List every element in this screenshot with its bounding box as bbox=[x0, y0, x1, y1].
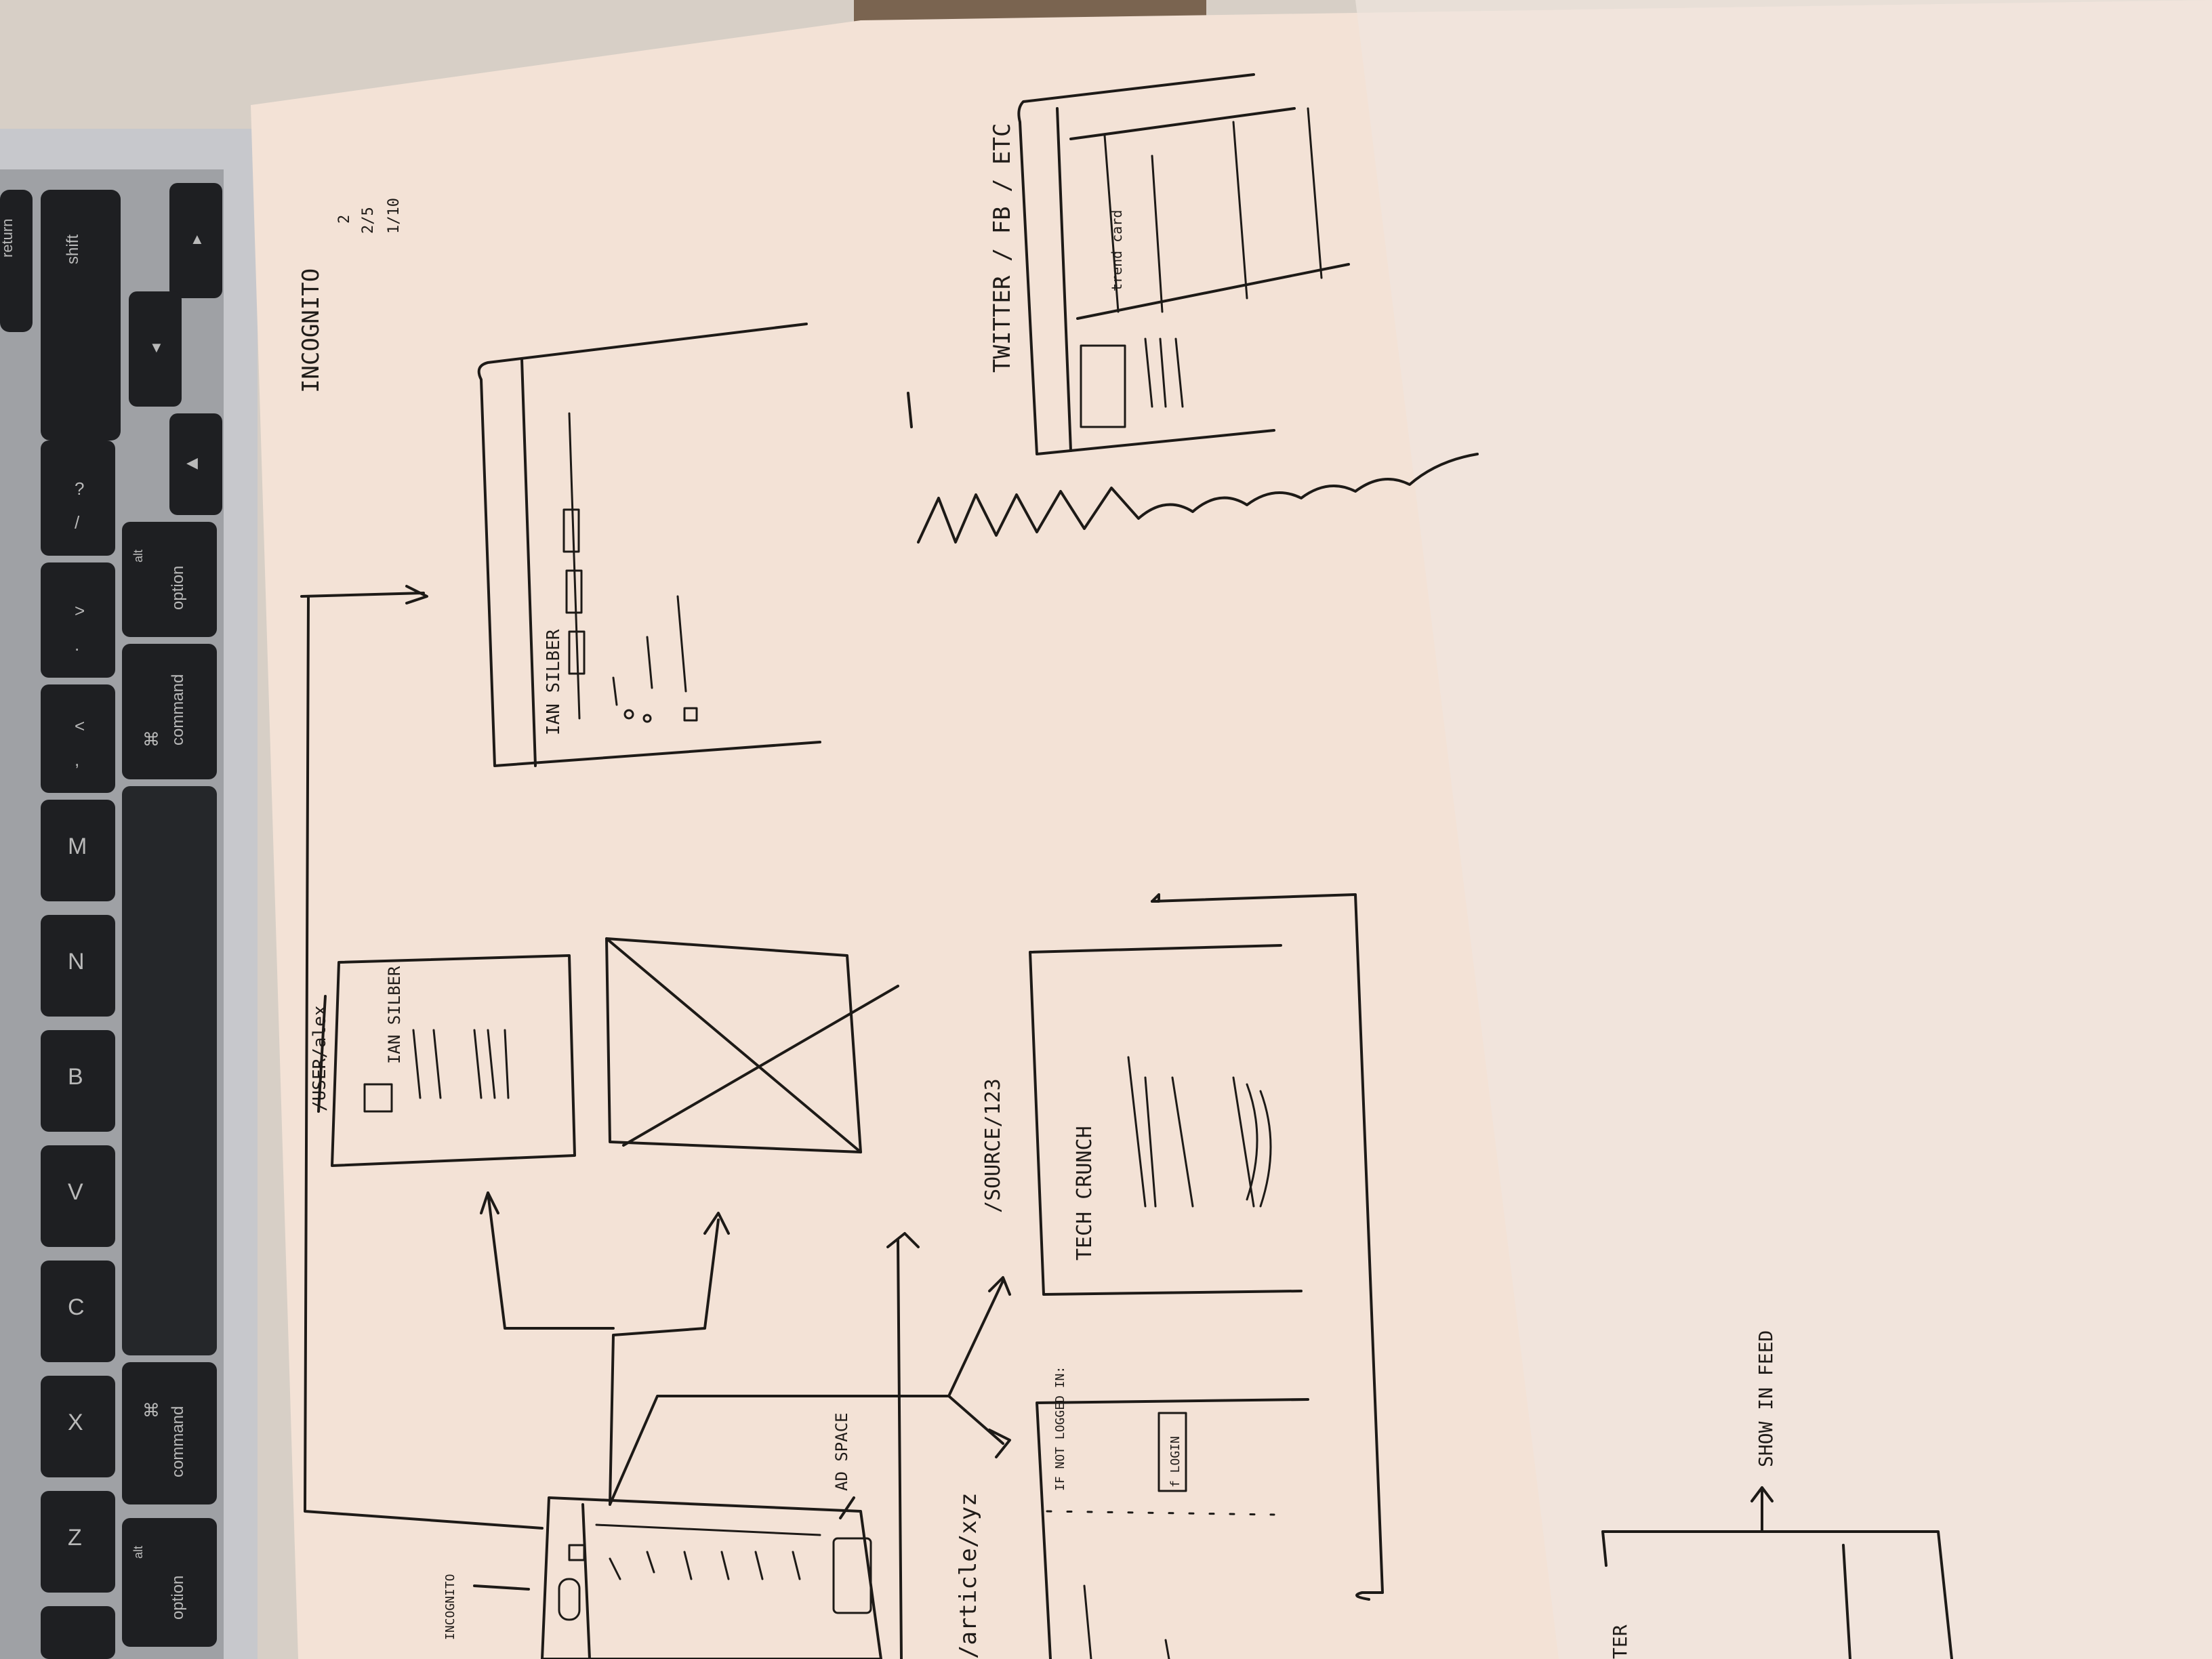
label-ad-space: AD SPACE bbox=[832, 1412, 851, 1491]
key-option-right: option bbox=[169, 566, 187, 610]
login-prompt: IF NOT LOGGED IN: bbox=[1053, 1366, 1067, 1491]
key-up: ▲ bbox=[190, 230, 205, 247]
key-cmd-symbol-left: ⌘ bbox=[142, 1400, 160, 1420]
key-alt-left: alt bbox=[131, 1546, 145, 1559]
label-incognito-top: INCOGNITO bbox=[298, 268, 325, 393]
source-name: TECH CRUNCH bbox=[1073, 1126, 1097, 1261]
label-article-url: /article/xyz bbox=[955, 1492, 982, 1659]
key-less: < bbox=[75, 716, 85, 736]
label-incognito-small: INCOGNITO bbox=[443, 1574, 457, 1640]
key-option-left: option bbox=[169, 1576, 187, 1620]
keyboard: return shift ▲ ▼ ◀ ? / option alt > . co… bbox=[0, 183, 222, 1659]
key-comma: , bbox=[75, 750, 79, 770]
user-profile-wireframe: /USER/alex IAN SILBER bbox=[310, 392, 913, 1167]
paper-shading bbox=[1355, 0, 2212, 1659]
key-z: Z bbox=[68, 1525, 82, 1551]
key-question: ? bbox=[75, 478, 84, 499]
label-fraction-mid: 2/5 bbox=[360, 207, 377, 234]
key-slash: / bbox=[75, 512, 80, 533]
label-twitter-fb-etc: TWITTER / FB / ETC bbox=[989, 123, 1016, 373]
show-in-feed-wireframe: SHOW IN FEED TER bbox=[1601, 1330, 1953, 1659]
source-page-wireframe: /SOURCE/123 TECH CRUNCH bbox=[981, 893, 1384, 1601]
key-shift: shift bbox=[64, 234, 82, 264]
label-fraction-bottom: 1/10 bbox=[386, 198, 403, 234]
key-c: C bbox=[68, 1294, 85, 1320]
login-button: f LOGIN bbox=[1168, 1436, 1183, 1488]
key-return: return bbox=[0, 219, 16, 258]
label-fraction-top: 2 bbox=[336, 215, 353, 224]
key-b: B bbox=[68, 1064, 83, 1090]
incognito-settings-wireframe: IAN SILBER bbox=[477, 323, 821, 767]
user-profile-name: IAN SILBER bbox=[385, 966, 404, 1064]
key-cmd-symbol-right: ⌘ bbox=[142, 729, 160, 750]
key-n: N bbox=[68, 949, 85, 975]
flow-connectors bbox=[300, 585, 1011, 1659]
key-x: X bbox=[68, 1410, 83, 1435]
twitter-fb-wireframe: TWITTER / FB / ETC trend card bbox=[917, 73, 1479, 544]
key-down: ▼ bbox=[149, 339, 164, 356]
label-bottom-left: TER bbox=[1609, 1624, 1631, 1659]
key-alt-right: alt bbox=[131, 550, 145, 562]
twitter-card-text: trend card bbox=[1109, 210, 1125, 291]
key-command-left: command bbox=[169, 1406, 187, 1477]
label-source-url: /SOURCE/123 bbox=[981, 1078, 1005, 1213]
settings-profile-name: IAN SILBER bbox=[544, 629, 564, 735]
key-v: V bbox=[68, 1179, 83, 1205]
key-command-right: command bbox=[169, 674, 187, 745]
article-page-wireframe: /article/xyz IF NOT LOGGED IN: f LOGIN bbox=[955, 1366, 1309, 1659]
image-placeholder-wireframe bbox=[605, 937, 899, 1153]
label-show-in-feed: SHOW IN FEED bbox=[1755, 1330, 1777, 1467]
key-greater: > bbox=[75, 600, 85, 621]
feed-wireframe: INCOGNITO AD SPACE bbox=[443, 1412, 882, 1659]
key-left: ◀ bbox=[186, 454, 198, 471]
key-m: M bbox=[68, 834, 87, 859]
key-period: . bbox=[75, 634, 79, 655]
